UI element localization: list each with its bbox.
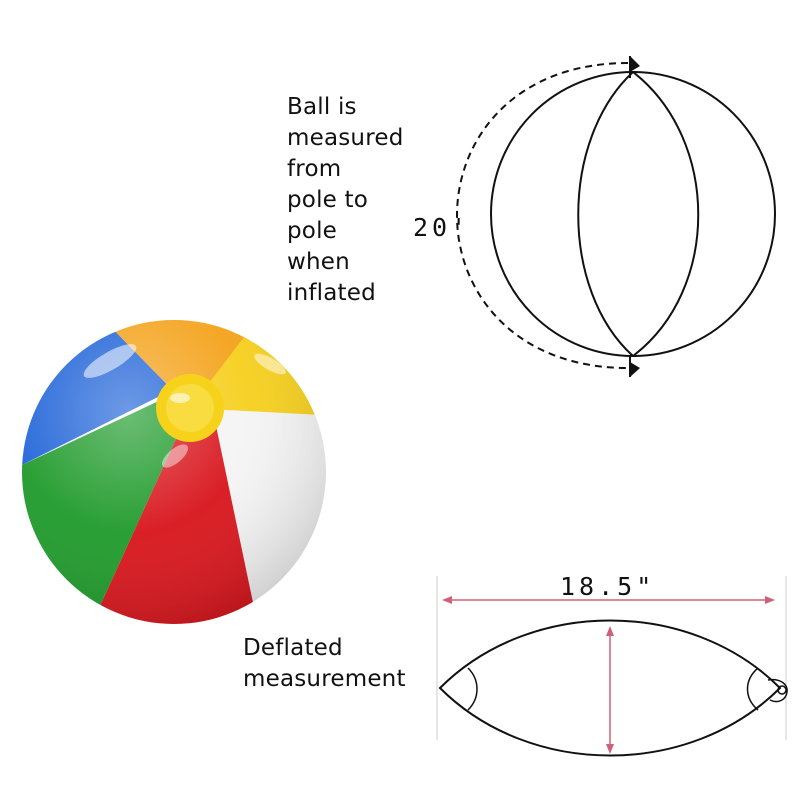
top-pole-arrow-icon: [630, 56, 640, 72]
inflated-note-line: Ball is: [287, 94, 357, 120]
ball-seam-right: [632, 71, 700, 357]
deflated-left-cap: [467, 667, 478, 711]
inflated-measurement-note: Ball is measured from pole to pole when …: [287, 92, 404, 309]
valve-plug-icon: [777, 685, 787, 695]
inflated-note-line: inflated: [287, 280, 376, 306]
deflated-note-line: Deflated: [243, 635, 343, 661]
width-arrow-right-icon: [765, 596, 775, 604]
inflated-note-line: pole to: [287, 187, 369, 213]
inflated-note-line: from: [287, 156, 342, 182]
bottom-pole-arrow-icon: [630, 362, 640, 377]
beach-ball-illustration: [22, 320, 326, 624]
deflated-width-label: 18.5": [560, 572, 656, 601]
inflated-note-line: pole: [287, 218, 338, 244]
height-arrow-top-icon: [606, 626, 614, 636]
valve-icon: [767, 678, 788, 703]
deflated-measurement-note: Deflated measurement: [243, 633, 406, 695]
pole-to-pole-dashed-arc: [456, 62, 629, 369]
width-arrow-left-icon: [442, 596, 452, 604]
deflated-right-cap: [746, 667, 759, 711]
inflated-note-line: when: [287, 249, 350, 275]
deflated-note-line: measurement: [243, 666, 406, 692]
height-arrow-bottom-icon: [606, 744, 614, 754]
ball-seam-left: [577, 71, 634, 357]
inflated-note-line: measured: [287, 125, 404, 151]
